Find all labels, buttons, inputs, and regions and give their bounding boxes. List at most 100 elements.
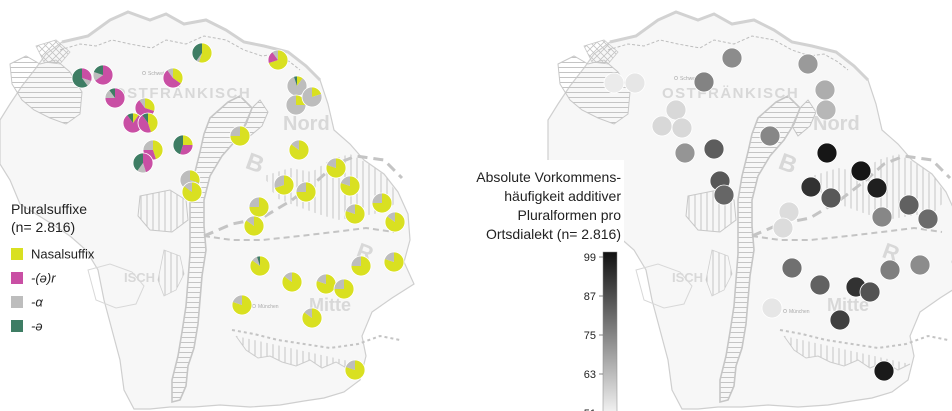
city-label: München bbox=[258, 304, 279, 310]
city-marker bbox=[674, 76, 678, 80]
pie-outline bbox=[384, 211, 406, 233]
pie-slice bbox=[137, 114, 152, 133]
pie-symbol bbox=[229, 125, 251, 147]
pie-slice bbox=[301, 86, 322, 107]
pie-slice bbox=[334, 279, 344, 289]
pie-slice bbox=[173, 135, 183, 155]
pie-slice bbox=[301, 308, 322, 329]
pie-symbol bbox=[92, 64, 114, 86]
map-additive-frequency: OSTFRÄNKISCH Nord Mitte B R ISCH Schwei … bbox=[546, 10, 952, 411]
pie-symbol bbox=[267, 49, 289, 71]
pie-slice bbox=[281, 272, 302, 292]
pie-slice bbox=[372, 193, 382, 203]
pie-outline bbox=[132, 152, 154, 174]
pie-slice bbox=[183, 135, 193, 145]
pie-slice bbox=[384, 252, 405, 273]
pie-outline bbox=[288, 139, 310, 161]
pie-slice bbox=[249, 197, 259, 207]
pie-outline bbox=[231, 294, 253, 316]
frequency-dot bbox=[909, 254, 931, 276]
legend-label: Nasalsuffix bbox=[31, 247, 95, 262]
pie-outline bbox=[295, 181, 317, 203]
pie-symbol bbox=[344, 359, 366, 381]
pie-slice bbox=[198, 42, 213, 64]
pie-slice bbox=[132, 153, 143, 172]
pie-slice bbox=[345, 204, 366, 225]
pie-symbol bbox=[281, 271, 303, 293]
region-label-isch: ISCH bbox=[672, 270, 703, 285]
frequency-dot bbox=[816, 142, 838, 164]
pie-slice bbox=[143, 140, 153, 150]
frequency-dot bbox=[674, 142, 696, 164]
frequency-dot bbox=[815, 99, 837, 121]
city-muenchen: München bbox=[783, 309, 810, 315]
pie-slice bbox=[286, 95, 306, 115]
pie-symbol bbox=[333, 278, 355, 300]
pie-slice bbox=[296, 182, 306, 192]
pie-slice bbox=[268, 51, 278, 64]
pie-slice bbox=[133, 113, 139, 123]
frequency-dot bbox=[781, 257, 803, 279]
pie-slice bbox=[274, 175, 284, 189]
legend-swatch bbox=[11, 296, 23, 308]
pie-slice bbox=[340, 176, 350, 186]
legend-title-line-2: häufigkeit additiver bbox=[504, 188, 621, 204]
scale-tick-label: 99 bbox=[584, 252, 596, 264]
legend-swatch bbox=[11, 248, 23, 260]
pie-symbol bbox=[339, 175, 361, 197]
pie-outline bbox=[344, 203, 366, 225]
pie-symbols bbox=[71, 42, 406, 381]
legend-subtitle: (n= 2.816) bbox=[11, 219, 75, 235]
pie-slice bbox=[196, 53, 202, 63]
pie-slice bbox=[232, 295, 253, 316]
pie-outline bbox=[333, 278, 355, 300]
pie-slice bbox=[351, 256, 361, 266]
city-label: München bbox=[789, 309, 810, 315]
region-label-isch: ISCH bbox=[124, 270, 155, 285]
pie-slice bbox=[181, 182, 202, 202]
scale-tick-label: 75 bbox=[584, 330, 596, 342]
pie-slice bbox=[94, 65, 113, 85]
pie-outline bbox=[104, 87, 126, 109]
pie-symbol bbox=[162, 67, 184, 89]
pie-slice bbox=[384, 212, 405, 232]
pie-outline bbox=[273, 174, 295, 196]
pie-slice bbox=[297, 76, 303, 86]
region-label-mitte: Mitte bbox=[309, 295, 351, 315]
pie-slice bbox=[143, 153, 153, 173]
pie-symbol bbox=[325, 157, 347, 179]
legend-title-line-4: Ortsdialekt (n= 2.816) bbox=[486, 226, 621, 242]
pie-outline bbox=[191, 42, 213, 64]
frequency-symbols bbox=[603, 47, 939, 382]
pie-symbol bbox=[104, 87, 126, 109]
pie-slice bbox=[148, 113, 158, 133]
legend-label: -ə bbox=[31, 319, 43, 334]
pie-slice bbox=[345, 204, 355, 214]
pie-outline bbox=[162, 67, 184, 89]
pie-slice bbox=[340, 175, 361, 196]
pie-slice bbox=[139, 98, 145, 108]
frequency-dot bbox=[879, 259, 901, 281]
frequency-dot bbox=[761, 297, 783, 319]
frequency-dot bbox=[665, 99, 687, 121]
pie-symbol bbox=[122, 112, 144, 134]
pie-symbol bbox=[191, 42, 213, 64]
frequency-dot bbox=[759, 125, 781, 147]
pie-symbol bbox=[132, 152, 154, 174]
legend-items: Nasalsuffix-(ə)r-α-ə bbox=[11, 247, 95, 334]
pie-symbol bbox=[295, 181, 317, 203]
frequency-dot bbox=[703, 138, 725, 160]
pie-outline bbox=[243, 215, 265, 237]
pie-slice bbox=[249, 256, 270, 276]
city-muenchen: München bbox=[252, 304, 279, 310]
legend-label: -α bbox=[31, 295, 43, 310]
legend-pluralsuffixe: Pluralsuffixe (n= 2.816) Nasalsuffix-(ə)… bbox=[11, 201, 95, 334]
pie-outline bbox=[344, 359, 366, 381]
frequency-dot bbox=[671, 117, 693, 139]
frequency-dot bbox=[917, 208, 939, 230]
pie-symbol bbox=[172, 134, 194, 156]
frequency-dot bbox=[850, 160, 872, 182]
color-scale-ticks: 9987756351 bbox=[584, 252, 603, 411]
pie-symbol bbox=[249, 255, 271, 277]
frequency-dot bbox=[772, 217, 794, 239]
